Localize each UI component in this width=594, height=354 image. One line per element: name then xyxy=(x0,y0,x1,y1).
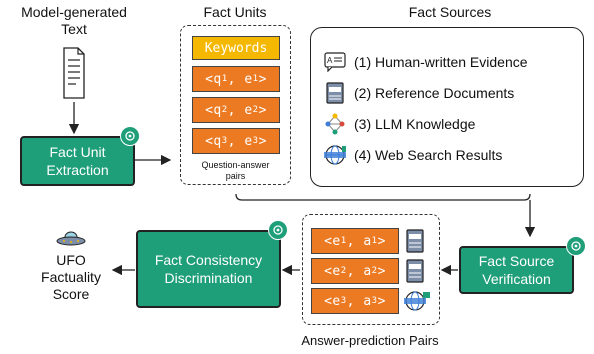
openai-icon xyxy=(566,236,586,256)
qa-pairs-label: Question-answer pairs xyxy=(201,160,270,181)
source-label: (2) Reference Documents xyxy=(354,85,515,101)
source-label: (3) LLM Knowledge xyxy=(354,116,476,132)
fact-source-verification-box: Fact Source Verification xyxy=(459,246,574,294)
source-label: (4) Web Search Results xyxy=(354,147,503,163)
web-icon xyxy=(404,291,430,311)
source-item-documents: (2) Reference Documents xyxy=(324,81,574,105)
fact-units-title: Fact Units xyxy=(203,4,267,20)
keywords-chip: Keywords xyxy=(192,36,280,60)
fact-consistency-discrimination-label: Fact Consistency Discrimination xyxy=(154,252,263,286)
fact-sources-list: A (1) Human-written Evidence (2) Referen… xyxy=(324,50,574,167)
web-icon xyxy=(324,144,346,166)
fact-sources-title: Fact Sources xyxy=(408,4,492,20)
network-icon xyxy=(324,113,346,135)
evidence-icon: A xyxy=(324,51,346,73)
openai-icon xyxy=(120,126,140,146)
fact-unit-extraction-box: Fact Unit Extraction xyxy=(20,136,135,186)
fact-units-container xyxy=(180,25,291,185)
document-icon xyxy=(406,259,424,283)
answer-pairs-label: Answer-prediction Pairs xyxy=(301,333,439,348)
ufo-icon xyxy=(56,231,86,246)
fact-consistency-discrimination-box: Fact Consistency Discrimination xyxy=(136,230,281,308)
source-item-web: (4) Web Search Results xyxy=(324,143,574,167)
svg-text:A: A xyxy=(327,56,333,65)
document-icon xyxy=(324,82,346,104)
document-icon xyxy=(63,47,85,99)
answer-pairs-container xyxy=(302,214,440,325)
fact-unit-extraction-label: Fact Unit Extraction xyxy=(46,144,109,178)
source-label: (1) Human-written Evidence xyxy=(354,54,528,70)
source-item-evidence: A (1) Human-written Evidence xyxy=(324,50,574,74)
fact-source-verification-label: Fact Source Verification xyxy=(478,253,555,287)
bracket-units-sources xyxy=(235,193,531,201)
openai-icon xyxy=(268,220,288,240)
ufo-score-label: UFO Factuality Score xyxy=(41,252,101,302)
document-icon xyxy=(406,229,424,253)
source-item-llm: (3) LLM Knowledge xyxy=(324,112,574,136)
model-text-label: Model-generated Text xyxy=(21,4,127,37)
fact-sources-container xyxy=(310,27,584,187)
